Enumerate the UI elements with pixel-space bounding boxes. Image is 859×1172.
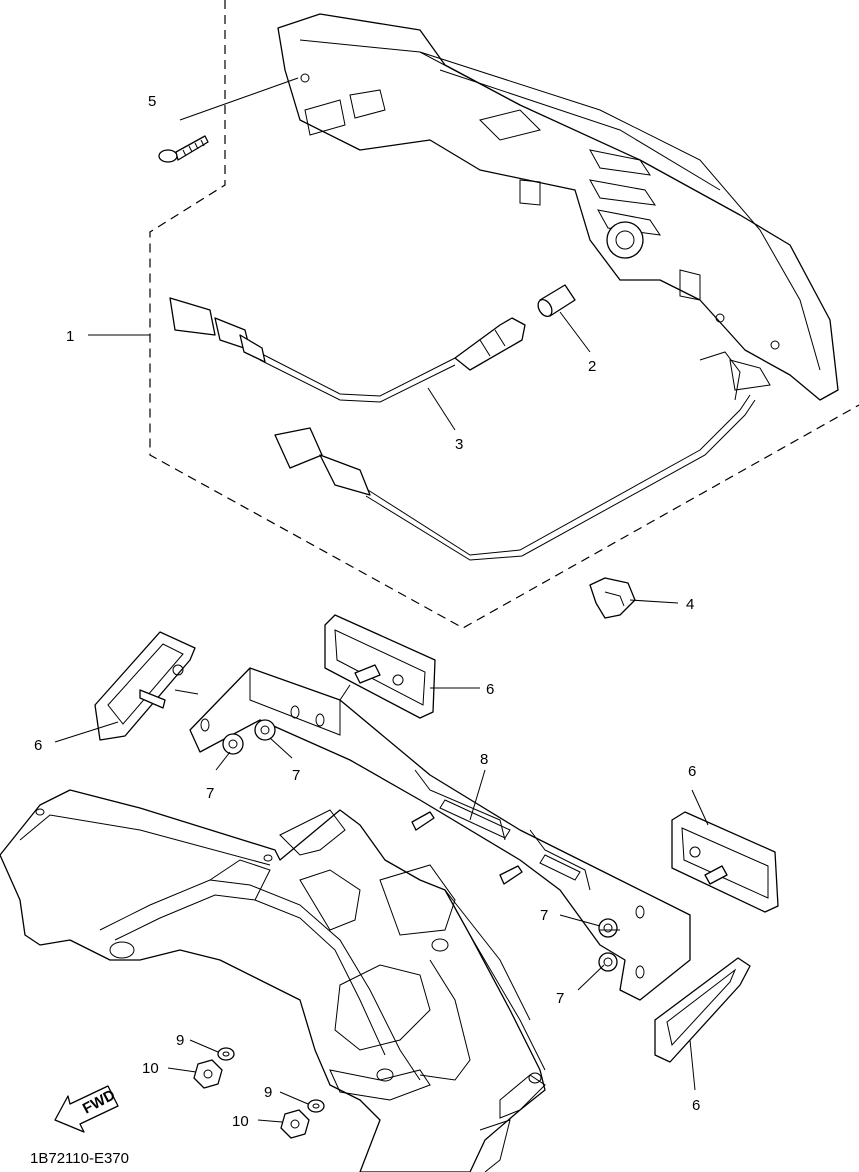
socket-wire-part xyxy=(169,297,756,561)
rear-fender xyxy=(0,789,546,1172)
callout-2: 2 xyxy=(588,358,596,375)
callout-6c: 6 xyxy=(688,763,696,780)
callout-8: 8 xyxy=(480,751,488,768)
leader-lines xyxy=(54,77,709,1123)
bracket-part xyxy=(189,667,691,1001)
callout-6b: 6 xyxy=(34,737,42,754)
callout-9a: 9 xyxy=(176,1032,184,1049)
callout-4: 4 xyxy=(686,596,694,613)
nut-part xyxy=(193,1059,310,1139)
bulb-part xyxy=(537,284,576,318)
reflector-bottom xyxy=(654,957,751,1063)
washer-part xyxy=(217,1047,325,1113)
callout-3: 3 xyxy=(455,436,463,453)
callout-7b: 7 xyxy=(292,767,300,784)
callout-7a: 7 xyxy=(206,785,214,802)
reflector-top xyxy=(324,614,436,719)
reflector-right xyxy=(671,811,779,913)
callout-10b: 10 xyxy=(232,1113,249,1130)
screw-part xyxy=(158,135,209,163)
fwd-arrow-icon: FWD xyxy=(54,1085,119,1133)
flange-nut-part xyxy=(222,719,618,972)
reference-code: 1B72110-E370 xyxy=(30,1150,129,1167)
callout-6d: 6 xyxy=(692,1097,700,1114)
callout-9b: 9 xyxy=(264,1084,272,1101)
tail-light-housing xyxy=(277,13,839,401)
callout-1: 1 xyxy=(66,328,74,345)
assembly-boundary xyxy=(149,0,859,629)
callout-6a: 6 xyxy=(486,681,494,698)
callout-7d: 7 xyxy=(556,990,564,1007)
clip-part xyxy=(589,577,636,619)
callout-5: 5 xyxy=(148,93,156,110)
callout-7c: 7 xyxy=(540,907,548,924)
callout-10a: 10 xyxy=(142,1060,159,1077)
reflector-left xyxy=(94,631,196,741)
